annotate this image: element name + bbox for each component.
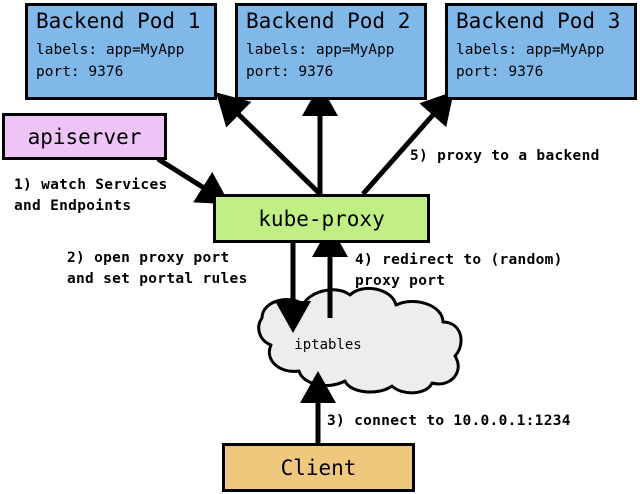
step-3-line-1: 3) connect to 10.0.0.1:1234 bbox=[327, 413, 571, 429]
step-1-line-1: 1) watch Services bbox=[14, 177, 168, 193]
backend-pod-1-port: port: 9376 bbox=[36, 64, 124, 80]
step-4-line-1: 4) redirect to (random) bbox=[355, 252, 563, 268]
step-2-line-2: and set portal rules bbox=[67, 271, 248, 287]
step-2-label: 2) open proxy port and set portal rules bbox=[67, 248, 248, 290]
client-label: Client bbox=[280, 455, 357, 480]
kube-proxy-label: kube-proxy bbox=[258, 206, 385, 231]
kube-proxy-node: kube-proxy bbox=[213, 194, 430, 243]
backend-pod-2-title: Backend Pod 2 bbox=[246, 9, 411, 33]
step-2-line-1: 2) open proxy port bbox=[67, 250, 230, 266]
backend-pod-3-title: Backend Pod 3 bbox=[456, 9, 621, 33]
client-node: Client bbox=[222, 443, 415, 492]
backend-pod-1-labels: labels: app=MyApp bbox=[36, 42, 185, 58]
backend-pod-3-port: port: 9376 bbox=[456, 64, 544, 80]
apiserver-label: apiserver bbox=[27, 124, 142, 149]
backend-pod-3: Backend Pod 3 labels: app=MyApp port: 93… bbox=[445, 3, 637, 100]
step-4-line-2: proxy port bbox=[355, 273, 446, 289]
step-4-label: 4) redirect to (random) proxy port bbox=[355, 250, 563, 292]
step-5-label: 5) proxy to a backend bbox=[410, 146, 600, 167]
arrow-apiserver-to-kubeproxy bbox=[156, 156, 230, 205]
arrow-kubeproxy-to-pod1 bbox=[215, 92, 322, 196]
apiserver-node: apiserver bbox=[2, 113, 167, 160]
step-5-line-1: 5) proxy to a backend bbox=[410, 148, 600, 164]
backend-pod-2-port: port: 9376 bbox=[246, 64, 334, 80]
backend-pod-2: Backend Pod 2 labels: app=MyApp port: 93… bbox=[235, 3, 427, 100]
step-3-label: 3) connect to 10.0.0.1:1234 bbox=[327, 411, 571, 432]
backend-pod-1-title: Backend Pod 1 bbox=[36, 9, 201, 33]
backend-pod-2-labels: labels: app=MyApp bbox=[246, 42, 395, 58]
backend-pod-1: Backend Pod 1 labels: app=MyApp port: 93… bbox=[25, 3, 217, 100]
iptables-label: iptables bbox=[294, 337, 362, 353]
step-1-label: 1) watch Services and Endpoints bbox=[14, 175, 168, 217]
step-1-line-2: and Endpoints bbox=[14, 198, 132, 214]
backend-pod-3-labels: labels: app=MyApp bbox=[456, 42, 605, 58]
arrow-kubeproxy-to-pod3 bbox=[361, 91, 454, 196]
